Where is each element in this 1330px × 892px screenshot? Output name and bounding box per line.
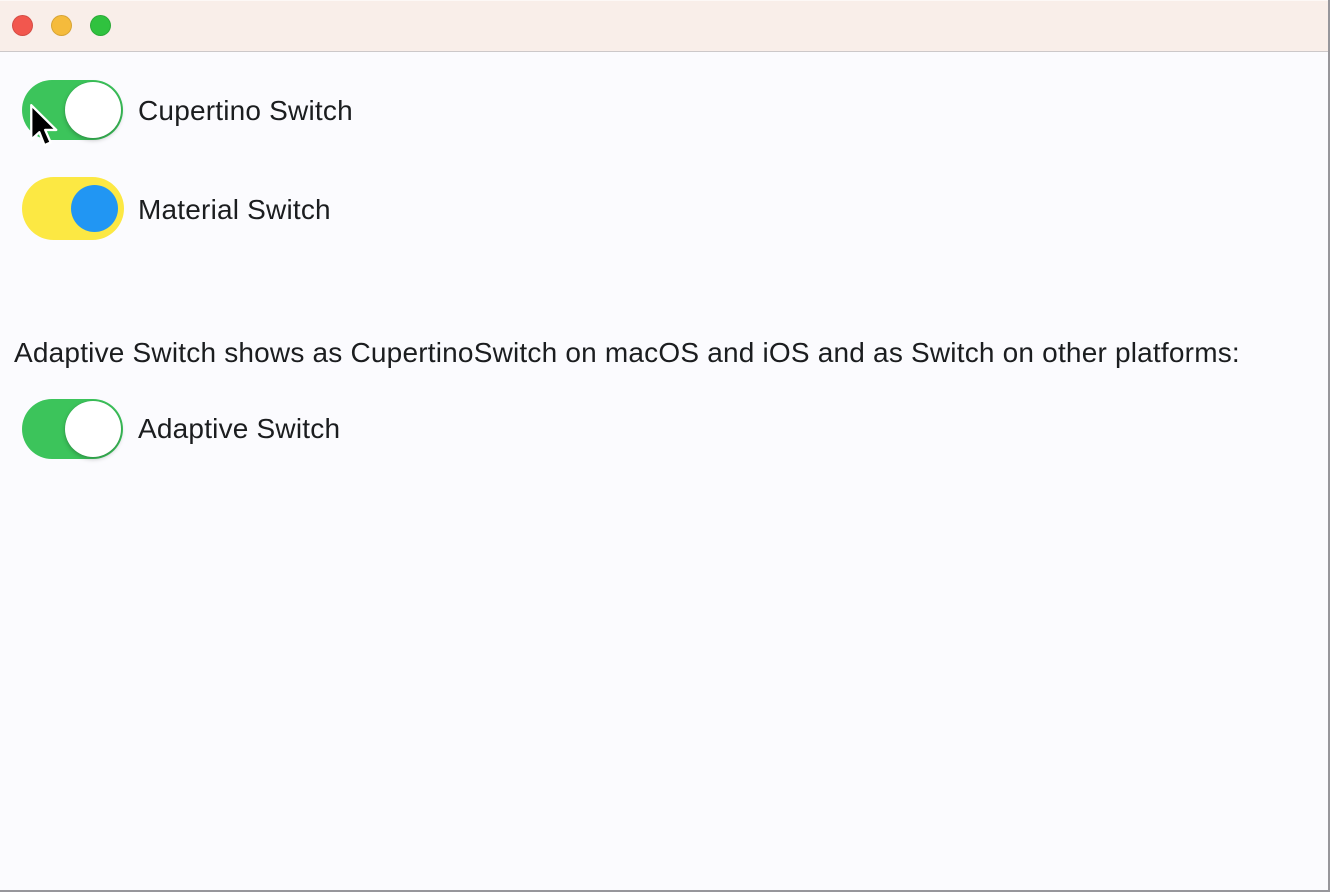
traffic-lights (12, 15, 111, 36)
adaptive-switch-toggle[interactable] (22, 399, 123, 459)
adaptive-switch-description: Adaptive Switch shows as CupertinoSwitch… (14, 337, 1240, 368)
material-switch-thumb (71, 185, 118, 232)
close-button[interactable] (12, 15, 33, 36)
cupertino-switch-thumb (65, 82, 121, 138)
maximize-button[interactable] (90, 15, 111, 36)
adaptive-switch-thumb (65, 401, 121, 457)
cupertino-switch-label: Cupertino Switch (138, 95, 353, 126)
material-switch-toggle[interactable] (22, 177, 124, 240)
title-bar[interactable] (0, 0, 1328, 52)
adaptive-switch-label: Adaptive Switch (138, 413, 341, 444)
cupertino-switch-toggle[interactable] (22, 80, 123, 140)
material-switch-label: Material Switch (138, 194, 331, 225)
minimize-button[interactable] (51, 15, 72, 36)
